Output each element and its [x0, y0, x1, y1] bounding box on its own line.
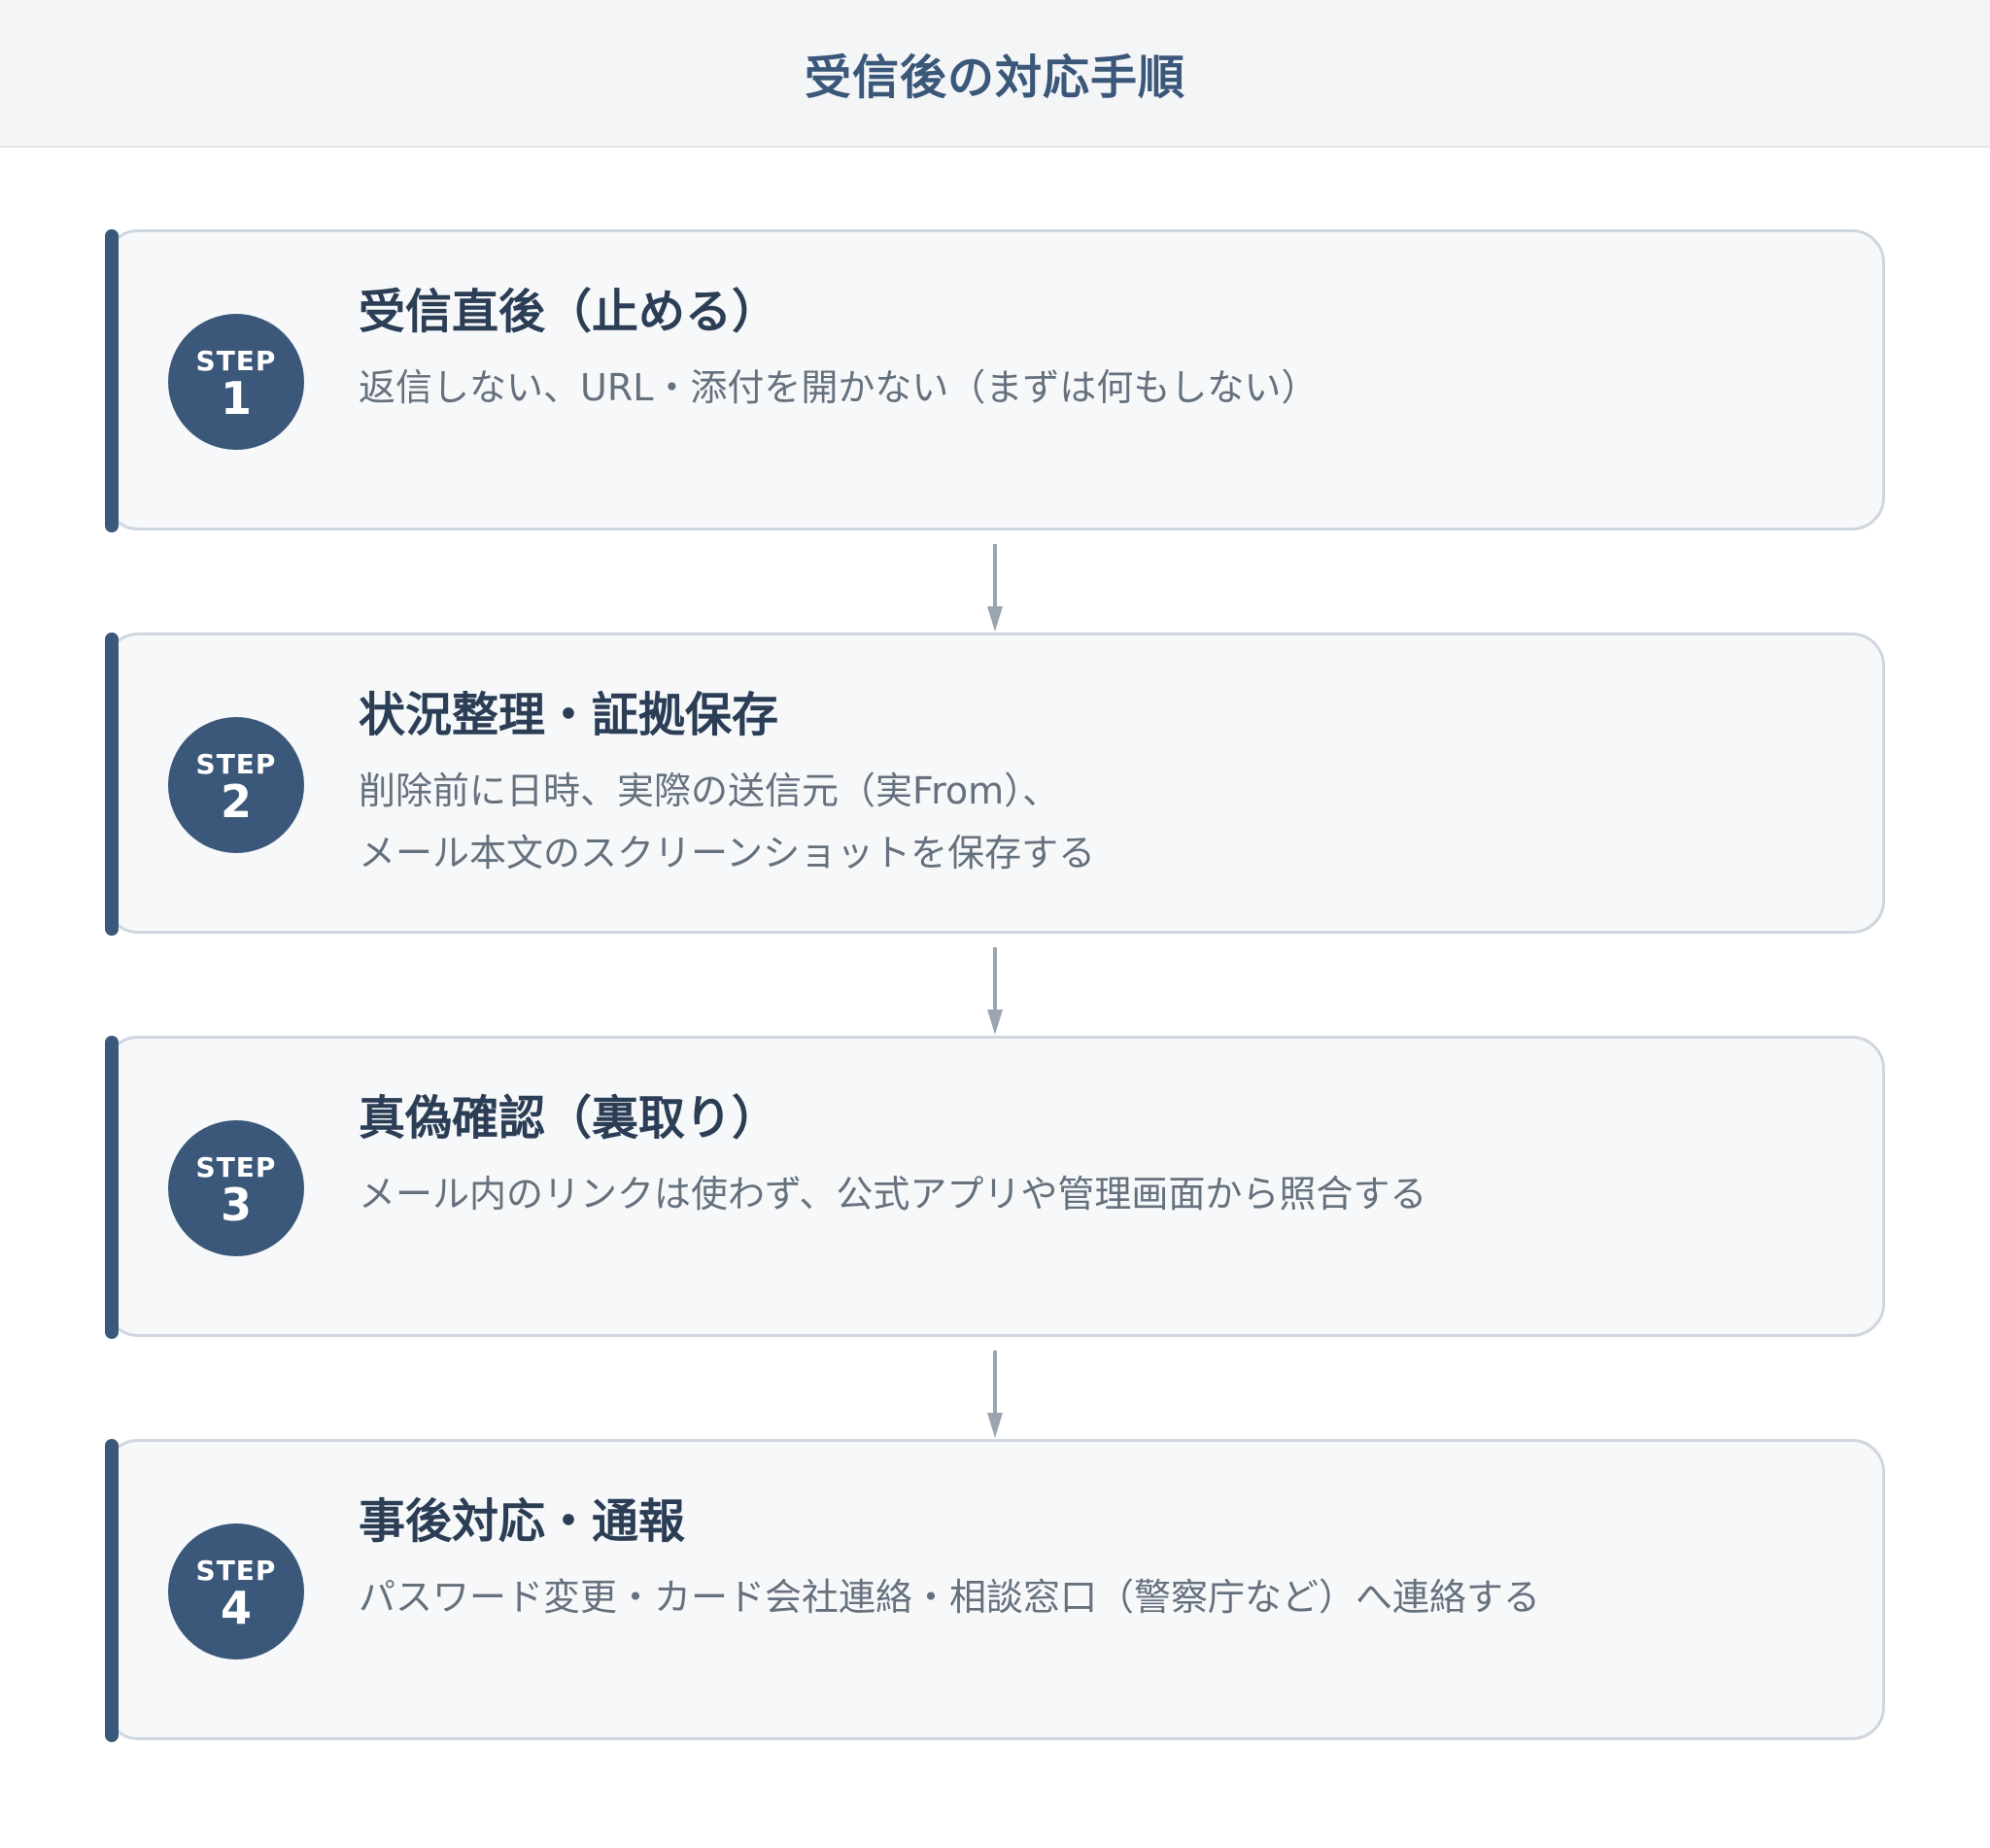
step-card-2: STEP 2 状況整理・証拠保存 削除前に日時、実際の送信元（実From）、 メ…: [105, 633, 1885, 936]
step-description-line: 削除前に日時、実際の送信元（実From）、: [359, 770, 1060, 812]
step-accent-bar: [105, 1439, 119, 1742]
page-title: 受信後の対応手順: [804, 51, 1185, 105]
step-badge-label: STEP: [195, 345, 277, 377]
step-description-2: 削除前に日時、実際の送信元（実From）、 メール本文のスクリーンショットを保存…: [359, 760, 1095, 884]
step-description-1: 返信しない、URL・添付を開かない（まずは何もしない）: [359, 357, 1318, 419]
step-card-3: STEP 3 真偽確認（裏取り） メール内のリンクは使わず、公式アプリや管理画面…: [105, 1036, 1885, 1339]
step-badge-label: STEP: [195, 748, 277, 780]
step-accent-bar: [105, 229, 119, 532]
step-badge-number: 3: [220, 1179, 252, 1231]
step-card-4: STEP 4 事後対応・通報 パスワード変更・カード会社連絡・相談窓口（警察庁な…: [105, 1439, 1885, 1742]
page-header: 受信後の対応手順: [0, 0, 1990, 148]
step-description-line: メール本文のスクリーンショットを保存する: [359, 832, 1096, 874]
step-badge-number: 1: [220, 372, 252, 425]
step-badge-4: STEP 4: [168, 1523, 304, 1660]
step-description-line: メール内のリンクは使わず、公式アプリや管理画面から照合する: [359, 1173, 1427, 1215]
step-description-3: メール内のリンクは使わず、公式アプリや管理画面から照合する: [359, 1163, 1426, 1225]
step-description-4: パスワード変更・カード会社連絡・相談窓口（警察庁など）へ連絡する: [359, 1566, 1540, 1628]
step-badge-label: STEP: [195, 1555, 277, 1587]
step-card-1: STEP 1 受信直後（止める） 返信しない、URL・添付を開かない（まずは何も…: [105, 229, 1885, 532]
step-title-3: 真偽確認（裏取り）: [359, 1091, 779, 1146]
step-badge-number: 2: [220, 775, 252, 828]
step-badge-3: STEP 3: [168, 1120, 304, 1256]
down-arrow-icon: [987, 544, 1003, 632]
step-badge-1: STEP 1: [168, 314, 304, 450]
step-title-2: 状況整理・証拠保存: [359, 688, 779, 742]
step-accent-bar: [105, 633, 119, 936]
step-accent-bar: [105, 1036, 119, 1339]
step-description-line: 返信しない、URL・添付を開かない（まずは何もしない）: [359, 366, 1319, 409]
down-arrow-icon: [987, 1351, 1003, 1438]
step-title-4: 事後対応・通報: [359, 1494, 686, 1549]
down-arrow-icon: [987, 947, 1003, 1035]
step-description-line: パスワード変更・カード会社連絡・相談窓口（警察庁など）へ連絡する: [359, 1576, 1541, 1619]
step-badge-number: 4: [220, 1582, 252, 1634]
step-badge-2: STEP 2: [168, 717, 304, 853]
step-title-1: 受信直後（止める）: [359, 285, 779, 339]
step-badge-label: STEP: [195, 1151, 277, 1183]
